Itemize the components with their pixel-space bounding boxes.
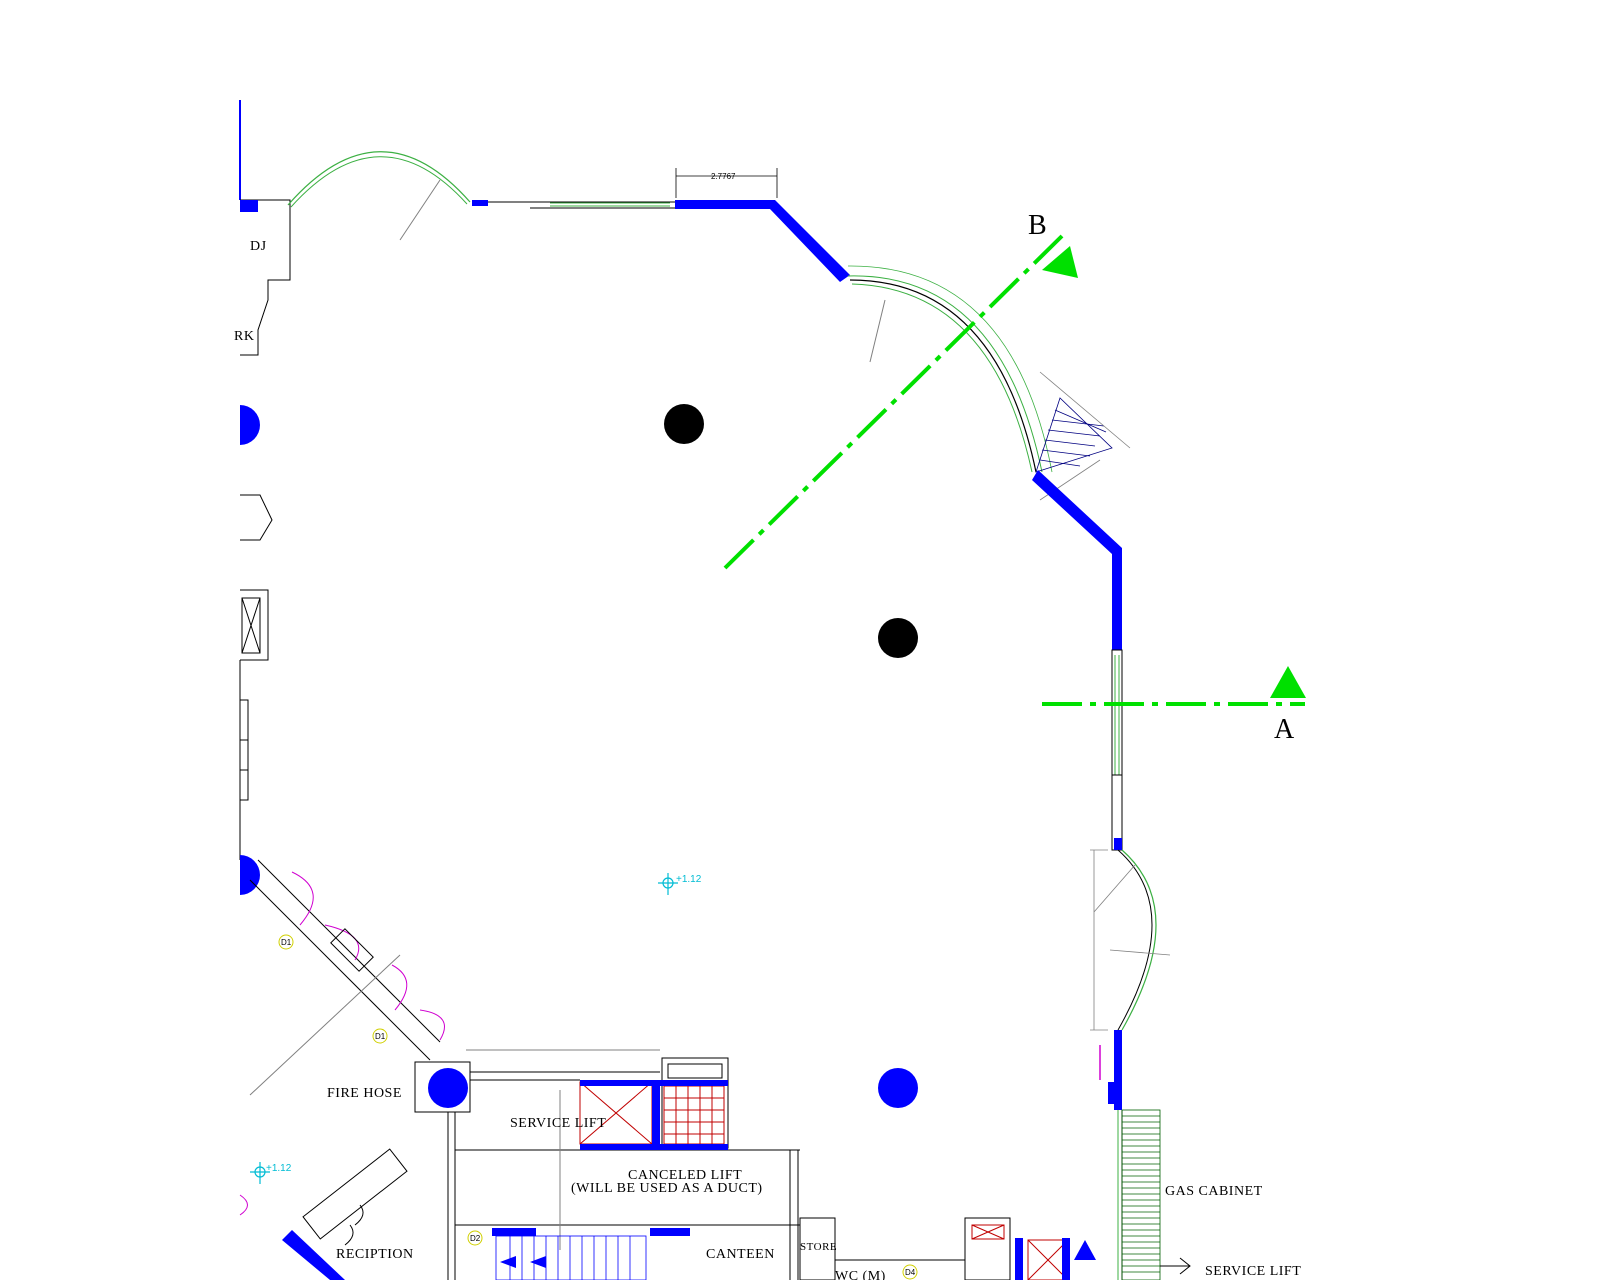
section-line-a (1042, 666, 1306, 706)
room-label-reception: RECIPTION (336, 1247, 414, 1262)
room-label-gas-cabinet: GAS CABINET (1165, 1184, 1263, 1199)
door-tag-d2 (467, 1230, 483, 1246)
room-label-service-lift: SERVICE LIFT (510, 1116, 606, 1131)
room-label-canteen: CANTEEN (706, 1247, 775, 1262)
room-label-wc: WC (M) (835, 1269, 886, 1280)
column-left-lower-half (240, 855, 260, 895)
column-left-half (240, 405, 260, 445)
room-label-park: RK (234, 329, 254, 344)
elevation-main: +1.12 (676, 874, 702, 885)
section-line-b (723, 234, 1078, 570)
southwest-wall-doors (249, 859, 445, 1096)
door-tag-d1-b-label: D1 (375, 1032, 386, 1041)
northeast-curved-glazing (847, 265, 1053, 473)
section-label-b: B (1028, 210, 1047, 241)
column-3 (878, 1068, 918, 1108)
door-tag-d2-label: D2 (470, 1234, 481, 1243)
room-label-fire-hose: FIRE HOSE (327, 1086, 402, 1101)
east-wall (1032, 470, 1171, 1280)
room-label-service-lift-right: SERVICE LIFT (1205, 1264, 1301, 1279)
stair-core (495, 1235, 647, 1280)
door-tag-d4 (902, 1264, 918, 1280)
door-tag-d4-label: D4 (905, 1268, 916, 1277)
column-1 (664, 404, 704, 444)
column-2 (878, 618, 918, 658)
service-lift-arrow (1160, 1257, 1191, 1275)
top-dimension (675, 168, 778, 198)
elevation-reception: +1.12 (266, 1163, 292, 1174)
room-label-canceled-lift-note: (WILL BE USED AS A DUCT) (571, 1181, 763, 1196)
gas-cabinet-hatch (1121, 1109, 1161, 1280)
reception-desk (239, 1148, 408, 1280)
elevation-marker-main (658, 873, 678, 895)
left-wall-outline (239, 100, 291, 860)
core-blue-walls (492, 1080, 1096, 1280)
room-label-dj: DJ (250, 239, 267, 254)
door-tag-d1-a-label: D1 (281, 938, 292, 947)
elevation-marker-reception (250, 1162, 270, 1184)
room-label-canceled-lift: CANCELED LIFT (628, 1168, 742, 1183)
service-core (414, 1049, 1069, 1280)
hatched-balcony (1035, 371, 1131, 501)
door-tag-d1-b (372, 1028, 388, 1044)
dimension-label: 2.7767 (711, 172, 736, 181)
section-label-a: A (1274, 714, 1295, 745)
north-wall (240, 151, 850, 282)
room-label-store: STORE (800, 1241, 837, 1253)
door-tag-d1-a (278, 934, 294, 950)
column-fire-hose (428, 1068, 468, 1108)
